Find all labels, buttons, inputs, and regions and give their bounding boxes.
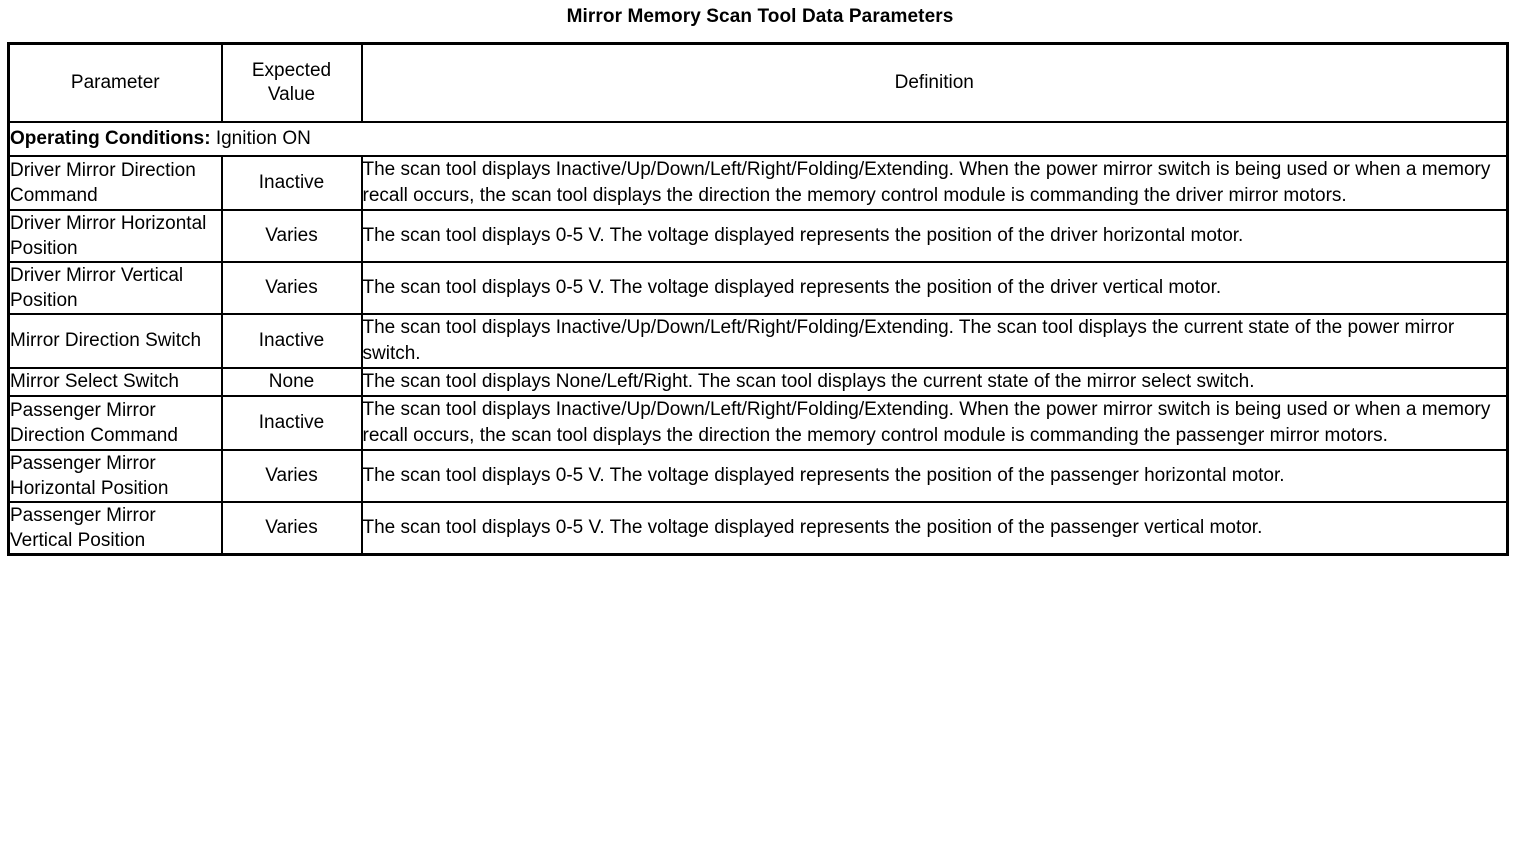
row-definition: The scan tool displays 0-5 V. The voltag… <box>360 500 1509 555</box>
table-row: Driver Mirror Direction Command Inactive… <box>7 154 1509 211</box>
row-expected-value: Inactive <box>220 312 363 369</box>
column-header-expected-value-line1: Expected <box>251 59 332 81</box>
row-parameter: Driver Mirror Vertical Position <box>7 260 223 315</box>
row-expected-value: Inactive <box>220 394 363 451</box>
row-parameter: Passenger Mirror Vertical Position <box>7 500 223 555</box>
parameters-table: Parameter Expected Value Definition Oper… <box>7 42 1509 556</box>
row-expected-value: Varies <box>220 500 363 555</box>
row-parameter: Passenger Mirror Horizontal Position <box>7 448 223 503</box>
table-row: Driver Mirror Horizontal Position Varies… <box>7 208 1509 263</box>
operating-conditions-row: Operating Conditions: Ignition ON <box>7 120 1509 157</box>
page-title: Mirror Memory Scan Tool Data Parameters <box>566 6 954 27</box>
column-header-expected-value-line2: Value <box>267 83 316 105</box>
table-body: Operating Conditions: Ignition ON Driver… <box>7 120 1509 555</box>
column-header-parameter: Parameter <box>7 42 223 123</box>
table-row: Passenger Mirror Vertical Position Varie… <box>7 500 1509 555</box>
operating-conditions-value: Ignition ON <box>215 128 311 149</box>
row-parameter: Driver Mirror Direction Command <box>7 154 223 211</box>
table-header: Parameter Expected Value Definition <box>7 42 1509 123</box>
row-expected-value: Varies <box>220 208 363 263</box>
row-parameter: Passenger Mirror Direction Command <box>7 394 223 451</box>
operating-conditions-label: Operating Conditions: <box>10 128 211 149</box>
operating-conditions-cell: Operating Conditions: Ignition ON <box>7 120 1509 157</box>
row-definition: The scan tool displays Inactive/Up/Down/… <box>360 312 1509 369</box>
column-header-definition: Definition <box>360 42 1509 123</box>
table-row: Driver Mirror Vertical Position Varies T… <box>7 260 1509 315</box>
row-parameter: Driver Mirror Horizontal Position <box>7 208 223 263</box>
table-row: Mirror Select Switch None The scan tool … <box>7 366 1509 397</box>
row-expected-value: None <box>220 366 363 397</box>
row-expected-value: Varies <box>220 260 363 315</box>
row-definition: The scan tool displays Inactive/Up/Down/… <box>360 154 1509 211</box>
table-row: Passenger Mirror Direction Command Inact… <box>7 394 1509 451</box>
row-expected-value: Varies <box>220 448 363 503</box>
row-definition: The scan tool displays 0-5 V. The voltag… <box>360 260 1509 315</box>
row-definition: The scan tool displays None/Left/Right. … <box>360 366 1509 397</box>
row-definition: The scan tool displays 0-5 V. The voltag… <box>360 208 1509 263</box>
table-row: Passenger Mirror Horizontal Position Var… <box>7 448 1509 503</box>
row-parameter: Mirror Direction Switch <box>7 312 223 369</box>
row-definition: The scan tool displays 0-5 V. The voltag… <box>360 448 1509 503</box>
row-parameter: Mirror Select Switch <box>7 366 223 397</box>
row-expected-value: Inactive <box>220 154 363 211</box>
table-header-row: Parameter Expected Value Definition <box>7 42 1509 123</box>
parameters-table-container: Parameter Expected Value Definition Oper… <box>7 42 1509 556</box>
column-header-expected-value: Expected Value <box>220 42 363 123</box>
row-definition: The scan tool displays Inactive/Up/Down/… <box>360 394 1509 451</box>
table-row: Mirror Direction Switch Inactive The sca… <box>7 312 1509 369</box>
